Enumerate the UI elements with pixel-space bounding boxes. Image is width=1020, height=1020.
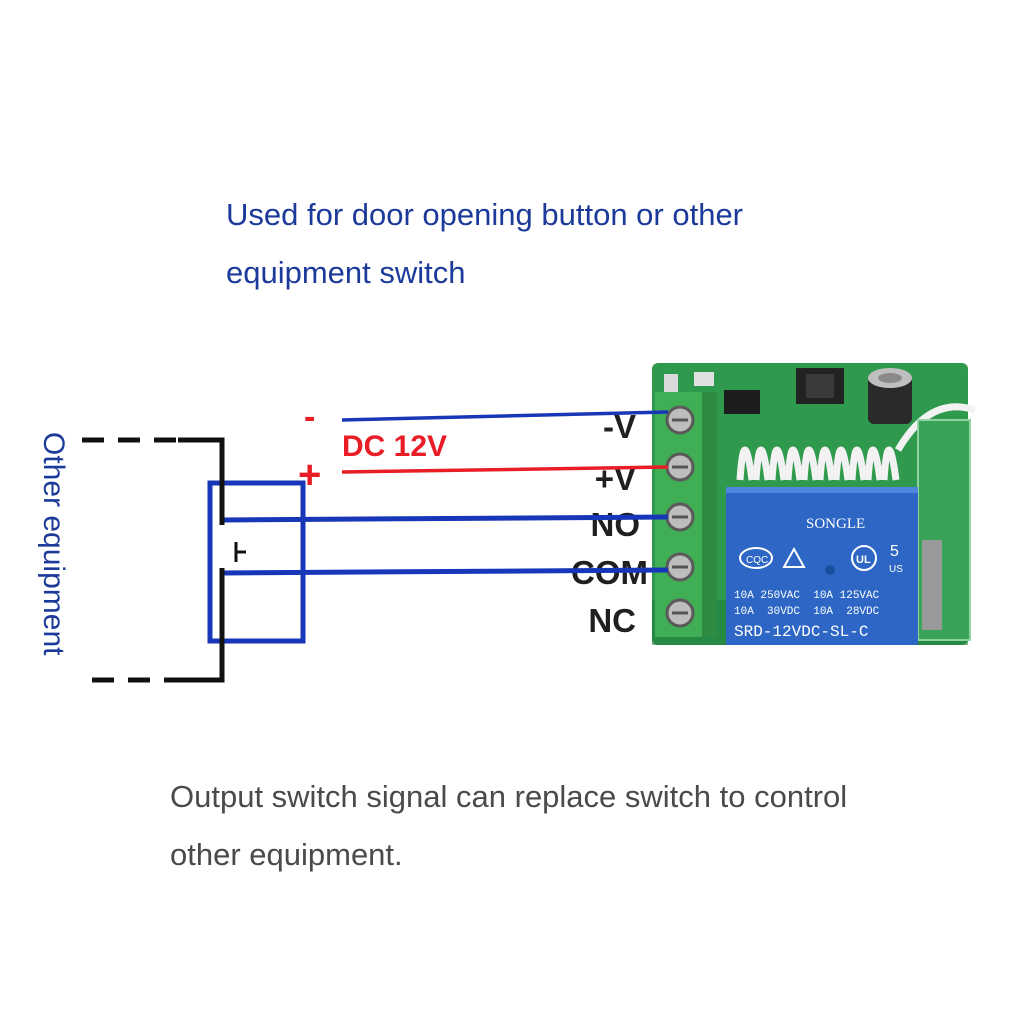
bottom-caption-line1: Output switch signal can replace switch … bbox=[170, 779, 848, 814]
power-minus-sign: - bbox=[304, 398, 315, 436]
relay-rating-line1: 10A 250VAC 10A 125VAC bbox=[734, 590, 880, 602]
ul-cert-icon: UL bbox=[851, 545, 877, 571]
relay-brand: SONGLE bbox=[806, 516, 865, 532]
capacitor bbox=[868, 368, 912, 424]
terminal-housing-side bbox=[702, 392, 717, 637]
side-label-container: Other equipment bbox=[36, 432, 76, 692]
relay-rating-line2: 10A 30VDC 10A 28VDC bbox=[734, 606, 880, 618]
terminal-label: NC bbox=[588, 602, 636, 639]
relay-top-edge bbox=[726, 487, 918, 493]
relay-body bbox=[726, 487, 918, 645]
led-component bbox=[664, 374, 678, 396]
svg-text:CQC: CQC bbox=[746, 555, 768, 566]
screw-icon bbox=[665, 598, 695, 628]
terminal-label: NO bbox=[591, 506, 641, 543]
antenna-coil bbox=[736, 403, 977, 481]
side-label: Other equipment bbox=[37, 432, 70, 656]
warning-triangle-icon bbox=[782, 546, 806, 568]
screw-icon bbox=[665, 452, 695, 482]
relay-us-mark: US bbox=[889, 564, 903, 575]
screw-icon bbox=[665, 552, 695, 582]
relay-model: SRD-12VDC-SL-C bbox=[734, 623, 868, 641]
wire-no bbox=[221, 514, 669, 523]
equipment-lead-bottom bbox=[92, 568, 225, 683]
screw-icon bbox=[665, 502, 695, 532]
switch-box bbox=[82, 437, 306, 683]
relay-mould-dot bbox=[825, 565, 835, 575]
wire-negative bbox=[341, 410, 669, 422]
terminal-block bbox=[655, 392, 717, 637]
bottom-caption-line2: other equipment. bbox=[170, 837, 403, 872]
cqc-cert-icon: CQC bbox=[739, 547, 773, 569]
terminal-label: +V bbox=[595, 460, 636, 497]
smd-component bbox=[694, 372, 714, 386]
top-caption-line1: Used for door opening button or other bbox=[226, 197, 744, 232]
switch-outline bbox=[207, 480, 306, 644]
relay: SONGLE CQC UL 5 US 10A 250VAC 10A 125VAC… bbox=[560, 487, 918, 645]
switch-contact-icon bbox=[234, 542, 246, 562]
wire-com bbox=[221, 567, 669, 576]
equipment-lead-top bbox=[82, 437, 225, 525]
relay-number: 5 bbox=[890, 543, 899, 560]
top-caption: Used for door opening button or other eq… bbox=[226, 186, 866, 302]
chip-component bbox=[724, 390, 760, 414]
bottom-caption: Output switch signal can replace switch … bbox=[170, 768, 970, 884]
screw-icon bbox=[665, 405, 695, 435]
svg-text:UL: UL bbox=[856, 554, 871, 566]
songle-logo-icon bbox=[560, 510, 606, 533]
learn-button-cap bbox=[806, 374, 834, 398]
power-label: DC 12V bbox=[342, 430, 447, 463]
wire-positive bbox=[341, 465, 669, 474]
top-caption-line2: equipment switch bbox=[226, 255, 466, 290]
rf-crystal bbox=[922, 540, 942, 630]
equipment-lead-top-solid bbox=[178, 437, 225, 525]
